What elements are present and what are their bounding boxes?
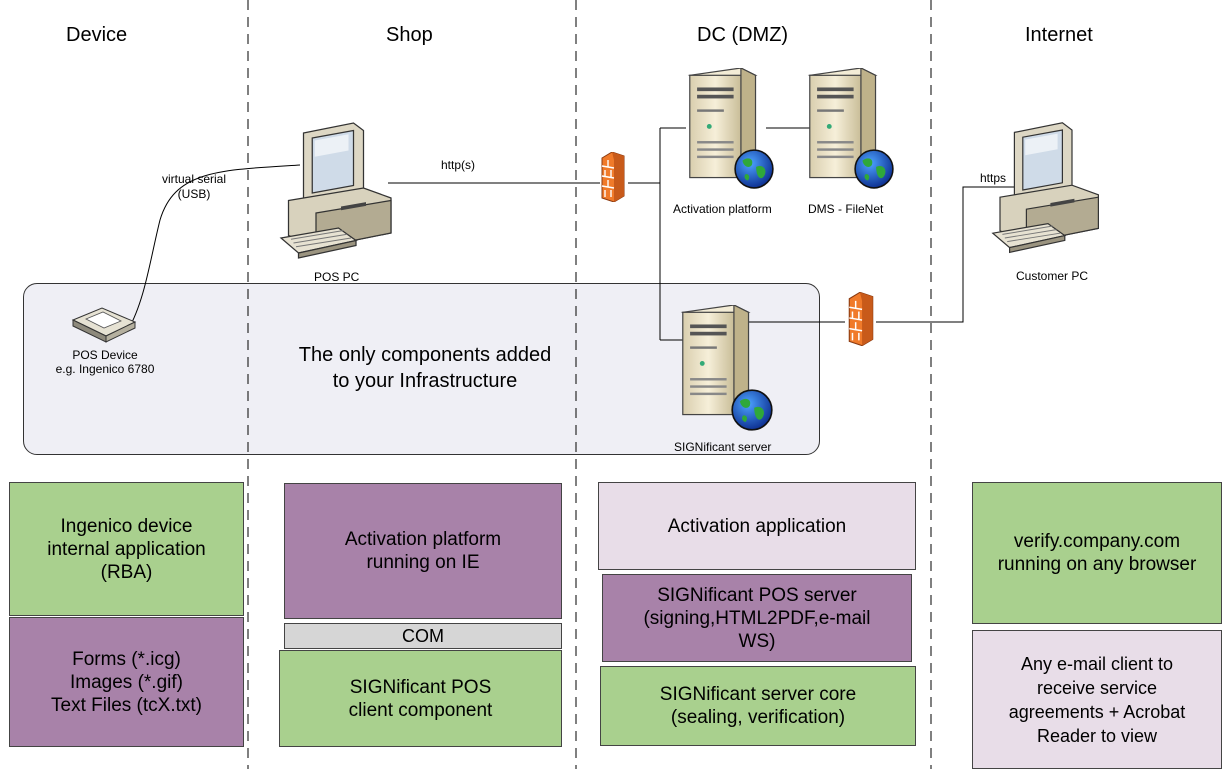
pos-device-label: POS Device e.g. Ingenico 6780 [40,348,170,376]
customer-pc-label: Customer PC [1016,269,1089,283]
box-email-client: Any e-mail client to receive service agr… [972,630,1222,769]
box-forms-line2: Images (*.gif) [70,671,183,693]
region-caption-line2: to your Infrastructure [332,370,518,392]
firewall-dmz-icon [601,152,625,202]
box-server-core-line2: (sealing, verification) [670,707,846,728]
activation-platform-label: Activation platform [673,202,772,216]
connection-virtual-serial [127,164,301,331]
significant-globe-icon [731,389,773,431]
virtual-serial-label: virtual serial (USB) [162,172,226,202]
box-server-core: SIGNificant server core (sealing, verifi… [600,666,916,746]
zone-dividers [247,0,932,769]
box-activation-ie-line1: Activation platform [344,529,502,550]
box-com: COM [284,623,562,649]
significant-server-label: SIGNificant server [674,440,772,454]
pos-pc-label: POS PC [314,270,360,284]
box-email-client-line2: receive service [1036,677,1158,698]
virtual-serial-label-line1: virtual serial [162,172,227,186]
connection-lines [127,127,1030,341]
box-forms-line3: Text Files (tcX.txt) [51,694,202,716]
box-pos-client-line2: client component [348,699,493,721]
box-verify-line2: running on any browser [997,554,1197,575]
pos-device-label-line1: POS Device [72,348,138,362]
box-forms-line1: Forms (*.icg) [72,648,181,670]
region-caption: The only components added to your Infras… [260,342,590,394]
box-email-client-line3: agreements + Acrobat [1008,701,1186,722]
box-pos-server-line1: SIGNificant POS server [657,584,857,606]
region-caption-line1: The only components added [298,344,552,366]
connection-https [876,186,1030,323]
box-ingenico-app-line1: Ingenico device [60,515,193,537]
box-pos-client: SIGNificant POS client component [279,650,562,747]
virtual-serial-label-line2: (USB) [177,187,211,201]
box-ingenico-app-line3: (RBA) [100,561,153,583]
box-email-client-line1: Any e-mail client to [1020,653,1174,674]
firewall-internet-icon [848,292,874,346]
dms-globe-icon [854,149,894,189]
customer-pc-icon[interactable] [992,122,1100,253]
box-server-core-line1: SIGNificant server core [659,684,857,705]
box-pos-server-line3: WS) [738,630,776,652]
box-forms: Forms (*.icg) Images (*.gif) Text Files … [9,617,244,747]
zone-title-shop: Shop [386,24,433,46]
box-verify: verify.company.com running on any browse… [972,482,1222,624]
box-ingenico-app: Ingenico device internal application (RB… [9,482,244,616]
box-email-client-line4: Reader to view [1036,725,1158,746]
zone-title-device: Device [66,24,128,46]
box-verify-line1: verify.company.com [1013,531,1181,552]
pos-device-label-line2: e.g. Ingenico 6780 [55,362,155,376]
box-ingenico-app-line2: internal application [47,538,206,560]
box-activation-app: Activation application [598,482,916,570]
zone-title-internet: Internet [1025,24,1093,46]
dms-label: DMS - FileNet [808,202,884,216]
box-pos-client-line1: SIGNificant POS [349,676,492,698]
box-pos-server-line2: (signing,HTML2PDF,e-mail [643,607,871,629]
pos-pc-icon[interactable] [280,122,392,259]
box-pos-server: SIGNificant POS server (signing,HTML2PDF… [602,574,912,662]
activation-globe-icon [734,149,774,189]
pos-device-icon[interactable] [71,307,137,343]
https-label: https [980,171,1007,185]
http-label: http(s) [441,158,476,172]
zone-title-dc: DC (DMZ) [697,24,789,46]
box-activation-ie-line2: running on IE [366,552,480,573]
box-activation-ie: Activation platform running on IE [284,483,562,619]
